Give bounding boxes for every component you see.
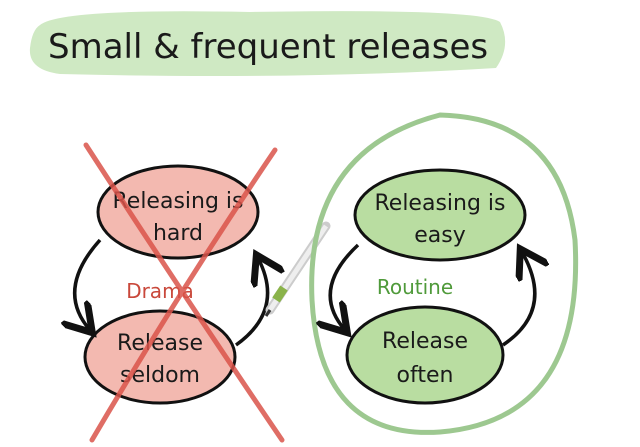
- cross-out-mark: [83, 142, 285, 443]
- arrow-seldom-to-hard: [234, 258, 268, 347]
- title-banner: [29, 11, 506, 76]
- routine-label: Routine: [377, 275, 453, 299]
- node-release-often-line2: often: [397, 363, 454, 388]
- arrow-easy-to-often: [330, 243, 360, 330]
- node-release-seldom-line1: Release: [117, 331, 203, 356]
- arrow-hard-to-seldom: [75, 238, 102, 330]
- node-releasing-hard-line2: hard: [153, 221, 203, 246]
- node-releasing-easy-line1: Releasing is: [374, 191, 505, 216]
- node-release-often-line1: Release: [382, 329, 468, 354]
- node-releasing-easy: [353, 168, 527, 262]
- left-cycle: Releasing is hard Release seldom Drama: [75, 142, 285, 443]
- node-releasing-hard-line1: Releasing is: [112, 189, 243, 214]
- node-release-often: [345, 305, 505, 405]
- right-cycle: Releasing is easy Release often Routine: [309, 112, 579, 435]
- routine-circle: [309, 112, 579, 435]
- node-release-seldom: [83, 309, 237, 405]
- title-text: Small & frequent releases: [48, 27, 488, 67]
- node-releasing-easy-line2: easy: [414, 223, 466, 248]
- arrow-often-to-easy: [502, 252, 535, 347]
